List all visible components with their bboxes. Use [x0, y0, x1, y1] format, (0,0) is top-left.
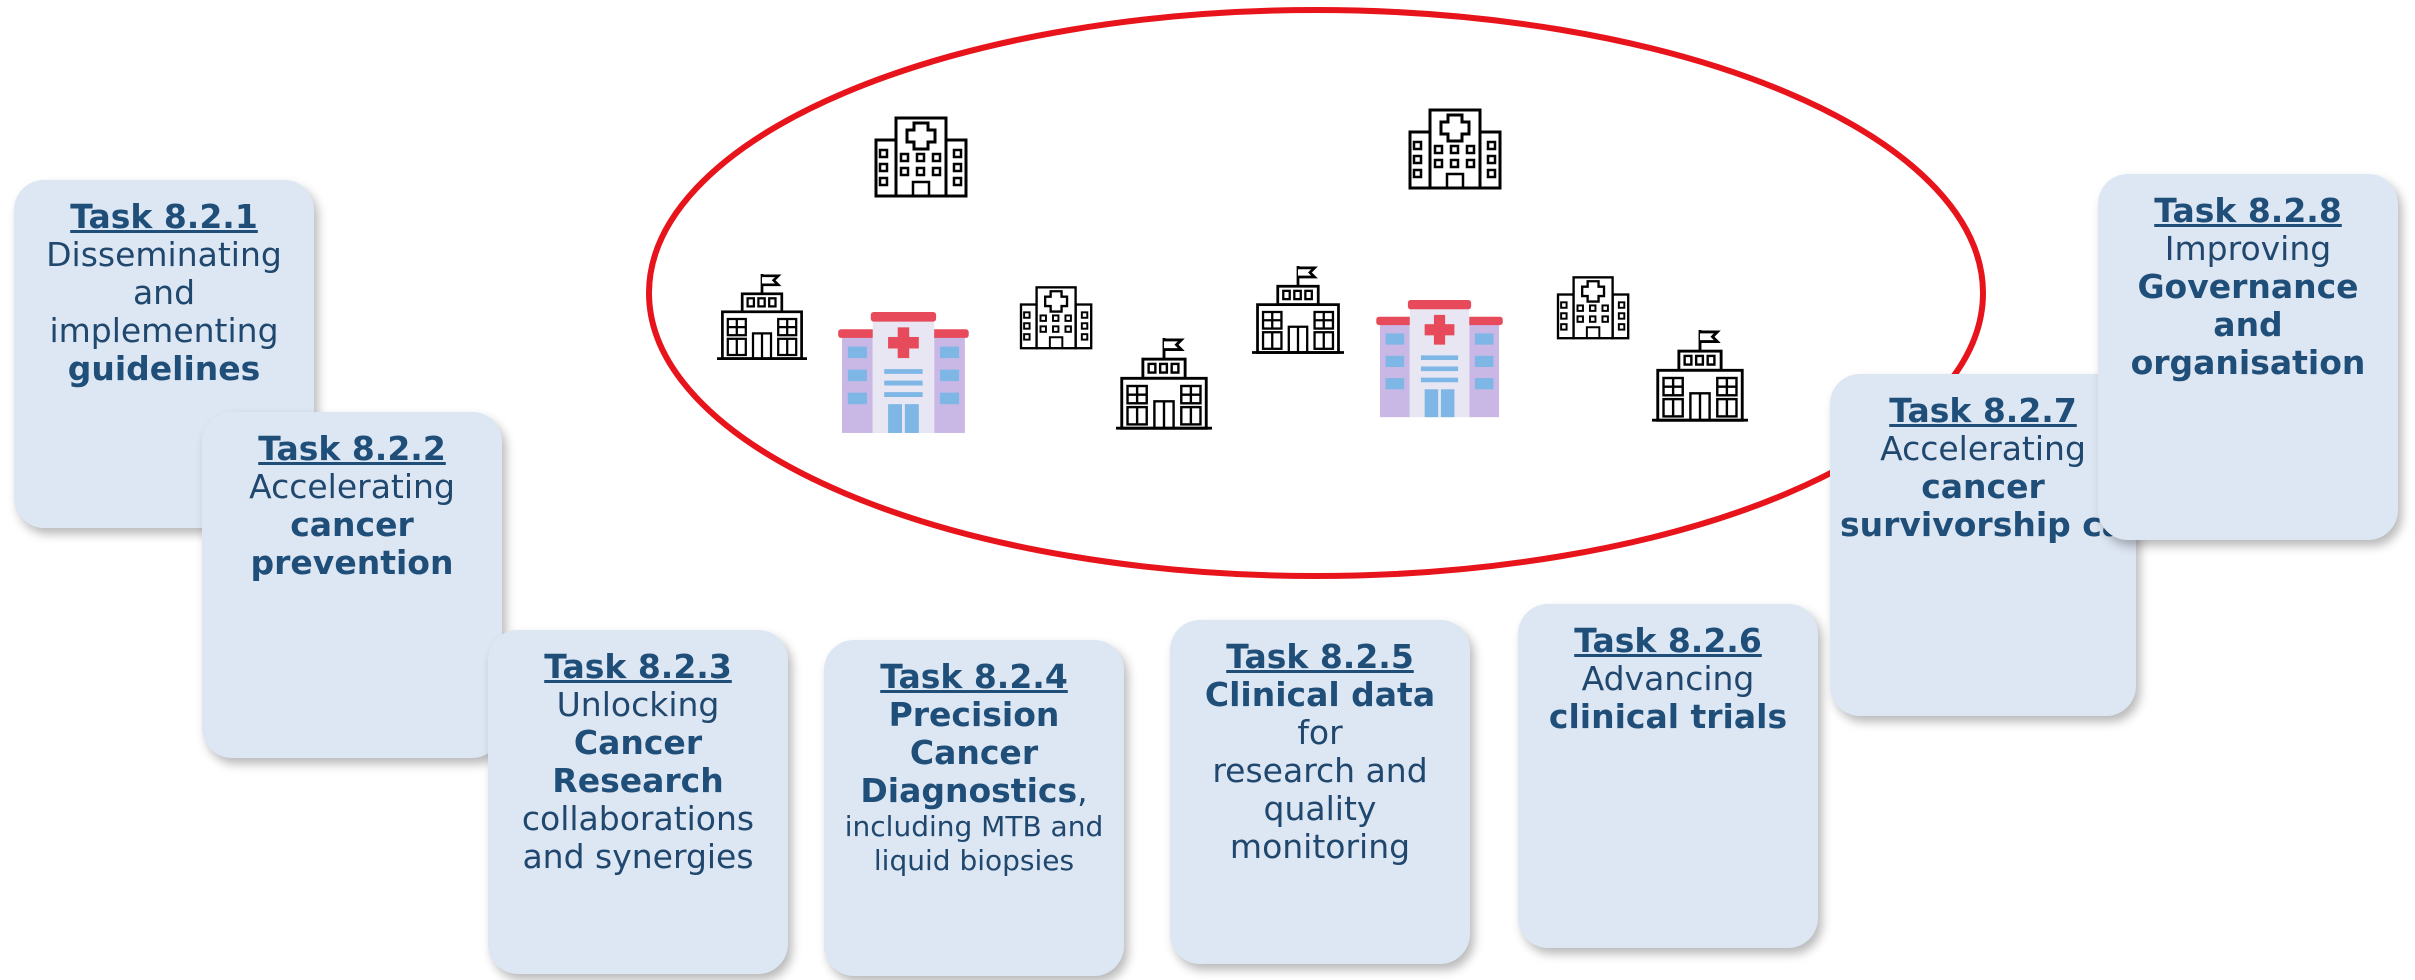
task-id: Task 8.2.2 — [258, 429, 446, 468]
task-line: cancer — [290, 505, 414, 544]
task-line: Accelerating — [249, 467, 455, 506]
task-card-8-2-4: Task 8.2.4 Precision Cancer Diagnostics,… — [824, 640, 1124, 976]
task-line: Unlocking — [556, 685, 720, 724]
hospital-flag-outline-icon — [1250, 264, 1346, 354]
task-line: quality — [1263, 789, 1377, 828]
task-line: Improving — [2164, 229, 2332, 268]
task-line: monitoring — [1229, 827, 1411, 866]
task-line: cancer — [1921, 467, 2045, 506]
task-line: Cancer Research — [552, 723, 724, 800]
task-line: and — [132, 273, 196, 312]
task-card-8-2-2: Task 8.2.2 Accelerating cancer preventio… — [202, 412, 502, 758]
hospital-color-icon — [838, 312, 969, 433]
hospital-outline-icon — [1556, 276, 1630, 340]
task-line-bold: Diagnostics — [860, 771, 1078, 810]
task-line: Precision Cancer — [888, 695, 1060, 772]
task-line-bold: Clinical data — [1204, 675, 1436, 714]
task-line: liquid biopsies — [873, 844, 1075, 877]
task-line: implementing — [49, 311, 279, 350]
task-line-comma: , — [1077, 771, 1088, 810]
task-id: Task 8.2.1 — [70, 197, 258, 236]
hospital-color-icon — [1376, 300, 1502, 417]
task-card-8-2-3: Task 8.2.3 Unlocking Cancer Research col… — [488, 630, 788, 974]
task-id: Task 8.2.4 — [880, 657, 1068, 696]
red-ellipse — [646, 7, 1986, 579]
task-line: and synergies — [522, 837, 754, 876]
task-line: prevention — [250, 543, 454, 582]
task-line: including MTB and — [844, 810, 1104, 843]
task-card-8-2-5: Task 8.2.5 Clinical data for research an… — [1170, 620, 1470, 964]
task-line: Advancing — [1581, 659, 1755, 698]
task-line: collaborations — [521, 799, 755, 838]
task-line: clinical trials — [1548, 697, 1788, 736]
task-card-8-2-8: Task 8.2.8 Improving Governance and orga… — [2098, 174, 2398, 540]
task-line: Disseminating — [46, 235, 282, 274]
task-id: Task 8.2.5 — [1226, 637, 1414, 676]
task-line: research and — [1212, 751, 1428, 790]
task-line: Diagnostics, — [834, 772, 1114, 810]
hospital-outline-icon — [1408, 108, 1502, 190]
hospital-flag-outline-icon — [715, 272, 809, 360]
task-line: Accelerating — [1880, 429, 2086, 468]
hospital-flag-outline-icon — [1650, 328, 1750, 422]
task-line: survivorship care — [1840, 505, 2163, 544]
task-line-rest: for — [1297, 713, 1343, 752]
task-line: organisation — [2130, 343, 2366, 382]
hospital-flag-outline-icon — [1114, 336, 1214, 430]
task-card-8-2-7: Task 8.2.7 Accelerating cancer survivors… — [1830, 374, 2163, 716]
task-id: Task 8.2.8 — [2154, 191, 2342, 230]
hospital-outline-icon — [874, 116, 968, 198]
task-line: Governance and — [2137, 267, 2359, 344]
task-card-8-2-6: Task 8.2.6 Advancing clinical trials — [1518, 604, 1818, 948]
hospital-outline-icon — [1019, 286, 1093, 350]
task-line: guidelines — [67, 349, 261, 388]
task-id: Task 8.2.3 — [544, 647, 732, 686]
task-id: Task 8.2.6 — [1574, 621, 1762, 660]
task-id: Task 8.2.7 — [1889, 391, 2077, 430]
task-line: Clinical data for — [1180, 676, 1460, 752]
